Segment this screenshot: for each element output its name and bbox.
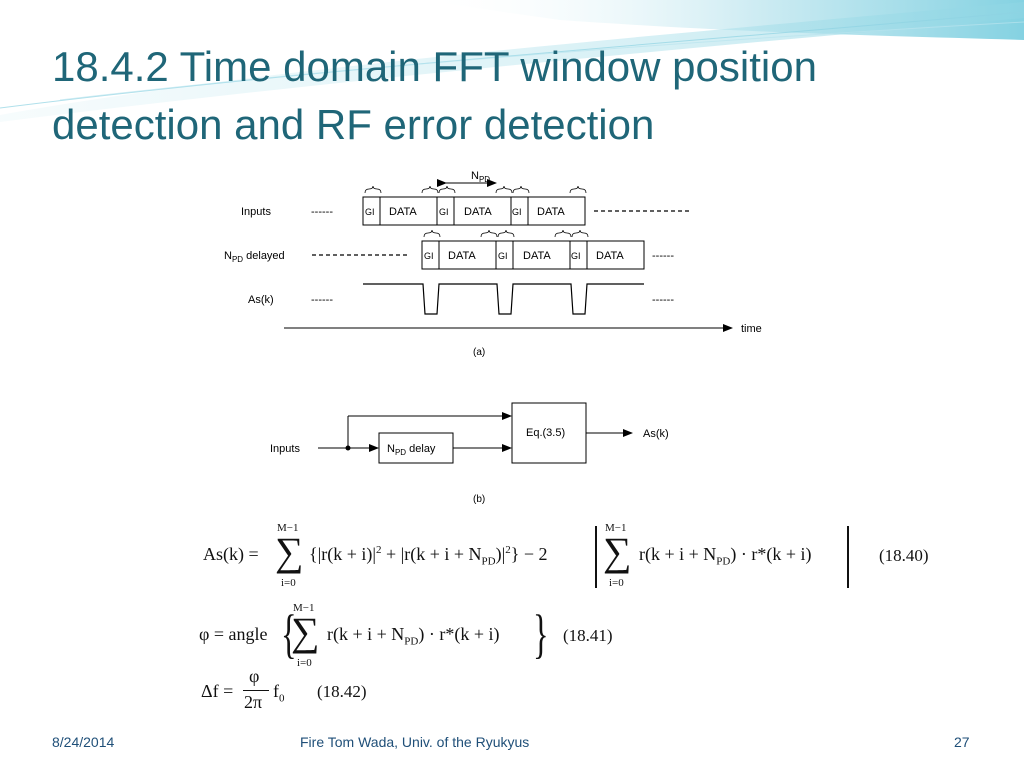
fft-window-diagram-figure: NPD Inputs ------ GI DATA GI DATA GI DAT… (224, 162, 770, 510)
equation-18-40: As(k) = M−1 ∑ i=0 {|r(k + i)|2 + |r(k + … (203, 522, 953, 592)
caption-a: (a) (473, 347, 485, 358)
eq2-correlation-term: r(k + i + NPD) · r*(k + i) (327, 624, 500, 648)
slide-title-line-2: detection and RF error detection (52, 101, 655, 148)
eq3-number: (18.42) (317, 682, 367, 701)
equation-18-41: φ = angle { M−1 ∑ i=0 r(k + i + NPD) · r… (199, 602, 659, 672)
npd-span-label: NPD (471, 170, 490, 184)
eq1-sum-1-top: M−1 (277, 522, 299, 534)
eq2-number: (18.41) (563, 626, 613, 645)
footer-date: 8/24/2014 (52, 734, 115, 750)
npd-delayed-data-1: DATA (448, 250, 476, 262)
inputs-data-2: DATA (464, 206, 492, 218)
eq2-sum-sigma: ∑ (291, 609, 320, 654)
inputs-row-label: Inputs (241, 206, 271, 218)
header-swoosh-decoration (0, 0, 1024, 122)
caption-b: (b) (473, 494, 485, 505)
inputs-gi-braces (364, 185, 587, 194)
eq3-numerator: φ (249, 666, 260, 686)
footer-page-number: 27 (954, 734, 970, 750)
eq-3-5-block-label: Eq.(3.5) (526, 427, 565, 439)
eq1-correlation-term: r(k + i + NPD) · r*(k + i) (639, 544, 812, 568)
eq2-sum-bottom: i=0 (297, 657, 312, 669)
npd-delayed-gi-2: GI (498, 251, 508, 261)
inputs-row-leading-dashes: ------ (311, 206, 333, 218)
eq3-denominator: 2π (244, 692, 263, 712)
block-inputs-label: Inputs (270, 443, 300, 455)
npd-delayed-data-2: DATA (523, 250, 551, 262)
slide-title: 18.4.2 Time domain FFT window position d… (52, 38, 952, 154)
eq1-abs-left-bar (595, 526, 597, 588)
eq2-lhs: φ = angle (199, 624, 268, 644)
eq3-fraction-bar (243, 690, 269, 691)
eq1-sum-2-top: M−1 (605, 522, 627, 534)
eq1-terms: {|r(k + i)|2 + |r(k + i + NPD)|2} − 2 (309, 544, 548, 568)
eq1-number: (18.40) (879, 546, 929, 565)
eq3-lhs: Δf = (201, 681, 234, 701)
npd-delayed-row-trailing-dashes: ------ (652, 250, 674, 262)
eq2-right-brace: } (533, 604, 549, 664)
inputs-gi-3: GI (512, 207, 522, 217)
eq2-sum-top: M−1 (293, 602, 315, 614)
npd-delayed-row-label: NPD delayed (224, 250, 285, 264)
inputs-data-3: DATA (537, 206, 565, 218)
eq1-sum-1-sigma: ∑ (275, 529, 304, 574)
as-k-waveform (363, 283, 644, 315)
npd-delayed-symbol-sequence (421, 240, 645, 270)
inputs-gi-1: GI (365, 207, 375, 217)
equation-18-42: Δf = φ 2π f0 (18.42) (201, 666, 421, 718)
eq2-left-brace: { (281, 604, 297, 664)
footer-author: Fire Tom Wada, Univ. of the Ryukyus (300, 734, 530, 750)
inputs-symbol-sequence (362, 196, 586, 226)
eq1-lhs: As(k) = (203, 544, 259, 564)
eq1-sum-1-bottom: i=0 (281, 577, 296, 589)
npd-delayed-gi-braces (423, 229, 589, 238)
npd-delayed-data-3: DATA (596, 250, 624, 262)
slide-title-line-1: 18.4.2 Time domain FFT window position (52, 43, 817, 90)
eq1-sum-2-bottom: i=0 (609, 577, 624, 589)
npd-delayed-gi-1: GI (424, 251, 434, 261)
as-row-label: As(k) (248, 294, 274, 306)
eq1-abs-right-bar (847, 526, 849, 588)
fft-window-diagram: NPD Inputs ------ GI DATA GI DATA GI DAT… (224, 170, 762, 505)
as-row-trailing-dashes: ------ (652, 294, 674, 306)
npd-delayed-gi-3: GI (571, 251, 581, 261)
block-output-label: As(k) (643, 428, 669, 440)
inputs-gi-2: GI (439, 207, 449, 217)
as-row-leading-dashes: ------ (311, 294, 333, 306)
inputs-data-1: DATA (389, 206, 417, 218)
eq1-sum-2-sigma: ∑ (603, 529, 632, 574)
time-axis-label: time (741, 323, 762, 335)
eq3-carrier-f0: f0 (273, 681, 285, 705)
npd-delay-block-label: NPD delay (387, 443, 436, 457)
